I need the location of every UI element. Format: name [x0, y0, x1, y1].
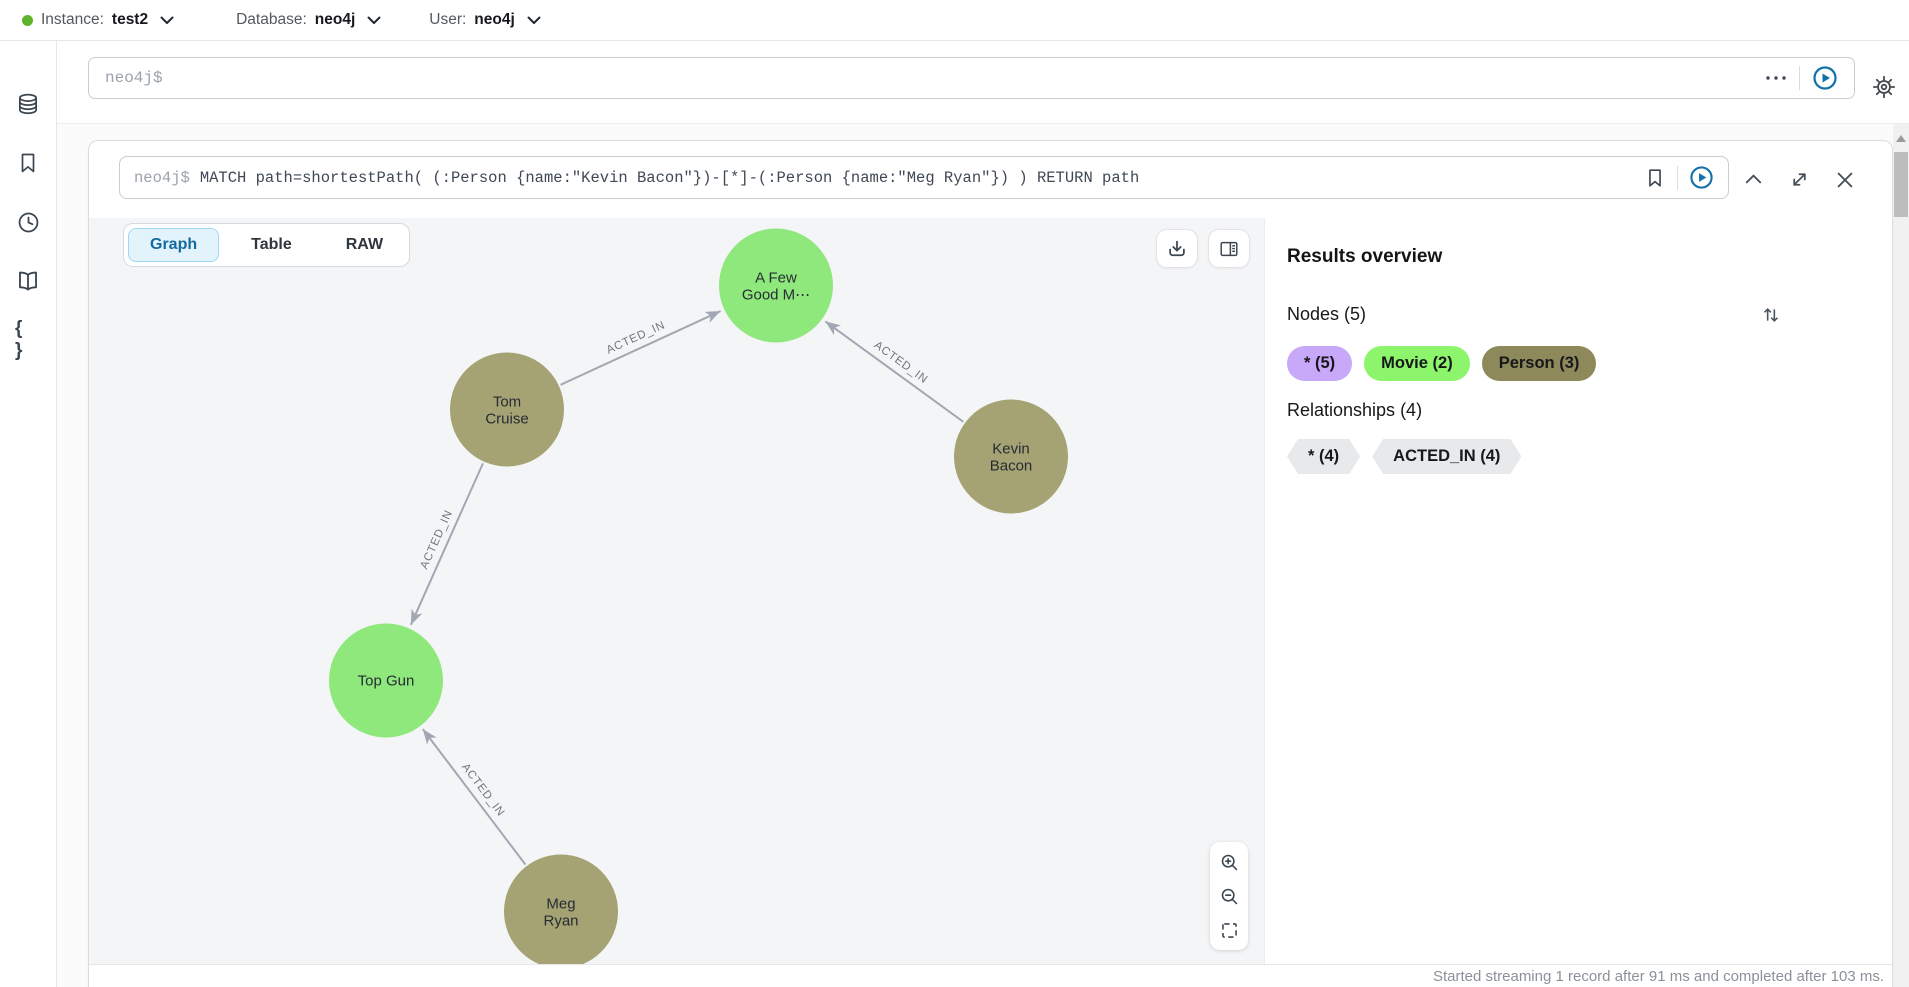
database-selector[interactable]: Database: neo4j — [236, 11, 381, 29]
relationship-badges: * (4) ACTED_IN (4) — [1287, 439, 1870, 474]
close-icon[interactable] — [1834, 169, 1856, 191]
frame-query-text: MATCH path=shortestPath( (:Person {name:… — [199, 168, 1140, 187]
instance-label: Instance: — [41, 11, 104, 28]
status-text: Started streaming 1 record after 91 ms a… — [1432, 967, 1884, 985]
zoom-out-icon[interactable] — [1217, 884, 1241, 908]
editor-prompt: neo4j$ — [105, 69, 163, 87]
editor-bar: neo4j$ — [57, 41, 1909, 124]
chevron-down-icon — [367, 16, 381, 24]
run-play-icon[interactable] — [1812, 65, 1838, 91]
relationship-ACTED_IN[interactable] — [560, 310, 722, 386]
relationship-ACTED_IN[interactable] — [409, 462, 484, 626]
zoom-in-icon[interactable] — [1217, 850, 1241, 874]
badge-person[interactable]: Person (3) — [1481, 346, 1597, 381]
connection-bar: Instance: test2 Database: neo4j User: ne… — [0, 0, 1909, 41]
database-value: neo4j — [314, 11, 356, 28]
chevron-down-icon — [160, 16, 174, 24]
relationship-label: ACTED_IN — [459, 761, 507, 819]
divider — [1799, 66, 1800, 90]
instance-status-dot — [22, 14, 33, 26]
query-editor-input[interactable]: neo4j$ — [88, 57, 1855, 99]
page-scrollbar[interactable] — [1893, 124, 1909, 987]
sort-icon[interactable] — [1761, 305, 1781, 325]
view-tabs: Graph Table RAW — [123, 223, 411, 267]
history-icon[interactable] — [15, 209, 41, 235]
node-badges: * (5) Movie (2) Person (3) — [1287, 346, 1870, 381]
result-frame: neo4j$ MATCH path=shortestPath( (:Person … — [88, 140, 1893, 987]
download-icon[interactable] — [1156, 229, 1198, 268]
graph-node-topgun[interactable]: Top Gun — [329, 623, 443, 738]
badge-acted-in[interactable]: ACTED_IN (4) — [1372, 439, 1521, 474]
database-label: Database: — [236, 11, 307, 28]
frame-query-editor[interactable]: neo4j$ MATCH path=shortestPath( (:Person … — [119, 156, 1729, 199]
zoom-controls — [1210, 842, 1248, 950]
user-selector[interactable]: User: neo4j — [429, 11, 541, 29]
database-icon[interactable] — [15, 91, 41, 117]
badge-any-relationship[interactable]: * (4) — [1287, 439, 1360, 474]
fit-to-screen-icon[interactable] — [1217, 918, 1241, 942]
documentation-icon[interactable] — [15, 268, 41, 294]
tab-table[interactable]: Table — [229, 228, 314, 262]
bookmarks-icon[interactable] — [15, 150, 41, 176]
frame-status-bar: Started streaming 1 record after 91 ms a… — [89, 964, 1892, 987]
ellipsis-icon[interactable] — [1765, 75, 1787, 81]
scrollbar-thumb[interactable] — [1894, 152, 1908, 217]
sidebar: { } — [0, 41, 57, 987]
user-value: neo4j — [474, 11, 515, 28]
settings-gear-icon[interactable] — [1872, 75, 1896, 99]
chevron-down-icon — [527, 16, 541, 24]
instance-value: test2 — [111, 11, 149, 28]
frame-header: neo4j$ MATCH path=shortestPath( (:Person … — [89, 141, 1892, 218]
code-snippets-icon[interactable]: { } — [15, 318, 25, 361]
instance-selector[interactable]: Instance: test2 — [22, 11, 174, 29]
results-overview-title: Results overview — [1287, 246, 1443, 267]
relationships-heading: Relationships (4) — [1287, 400, 1423, 420]
svg-text:Top Gun: Top Gun — [358, 673, 415, 690]
collapse-chevron-up-icon[interactable] — [1742, 168, 1765, 191]
results-overview-panel: Results overview Nodes (5) * (5) Movie — [1264, 218, 1892, 964]
badge-movie[interactable]: Movie (2) — [1364, 346, 1470, 381]
badge-any-node[interactable]: * (5) — [1287, 346, 1353, 381]
user-label: User: — [429, 11, 467, 28]
run-play-icon[interactable] — [1689, 165, 1714, 190]
nodes-heading: Nodes (5) — [1287, 304, 1367, 324]
relationship-ACTED_IN[interactable] — [422, 728, 527, 866]
expand-icon[interactable] — [1788, 168, 1811, 191]
divider — [1677, 165, 1678, 190]
stream-area: neo4j$ MATCH path=shortestPath( (:Person … — [57, 124, 1893, 987]
side-panel-icon[interactable] — [1208, 229, 1250, 268]
relationship-ACTED_IN[interactable] — [824, 320, 964, 423]
bookmark-icon[interactable] — [1644, 167, 1666, 189]
frame-prompt: neo4j$ — [134, 168, 190, 187]
tab-graph[interactable]: Graph — [128, 228, 220, 262]
tab-raw[interactable]: RAW — [324, 228, 405, 262]
scroll-up-arrow[interactable] — [1896, 135, 1906, 142]
